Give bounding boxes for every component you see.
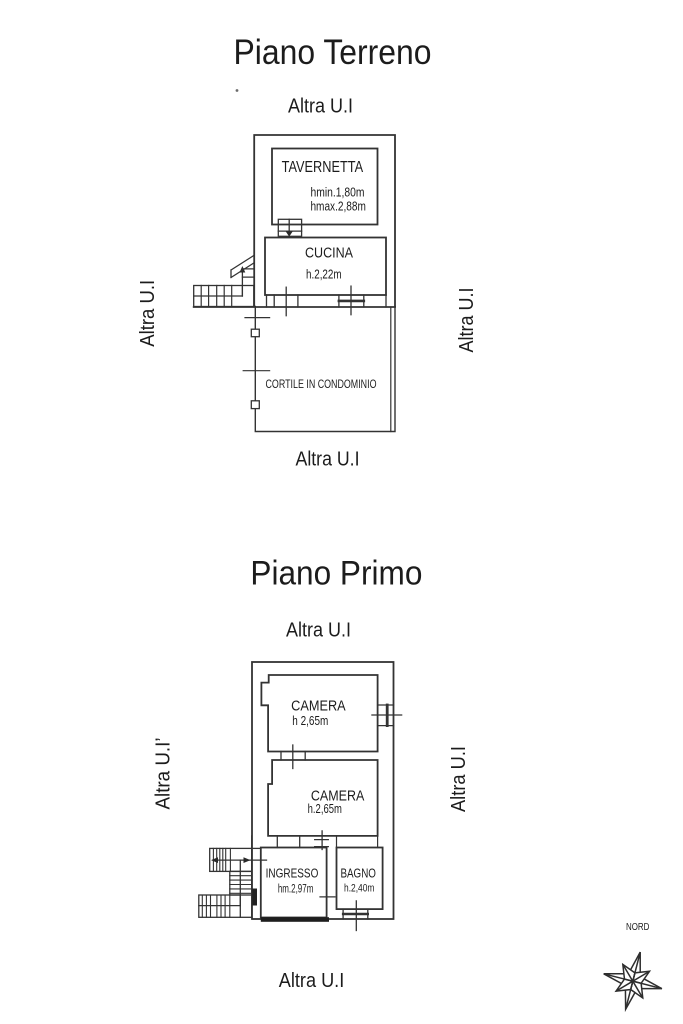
svg-text:BAGNO: BAGNO <box>340 867 376 881</box>
svg-text:INGRESSO: INGRESSO <box>266 867 319 881</box>
svg-text:Altra U.I: Altra U.I <box>456 288 478 353</box>
svg-text:Altra U.I: Altra U.I <box>288 96 353 118</box>
svg-text:h.2,22m: h.2,22m <box>306 267 342 282</box>
svg-text:h.2,65m: h.2,65m <box>308 802 342 816</box>
svg-text:CUCINA: CUCINA <box>305 246 353 262</box>
svg-text:h 2,65m: h 2,65m <box>292 713 328 728</box>
svg-text:hm.2,97m: hm.2,97m <box>278 883 314 895</box>
svg-text:TAVERNETTA: TAVERNETTA <box>282 159 364 176</box>
svg-text:Altra U.I: Altra U.I <box>286 620 351 642</box>
svg-text:hmin.1,80m: hmin.1,80m <box>311 185 365 200</box>
svg-text:NORD: NORD <box>626 922 649 933</box>
svg-text:Altra U.I: Altra U.I <box>137 280 159 347</box>
svg-text:CAMERA: CAMERA <box>291 699 346 715</box>
svg-text:CORTILE IN CONDOMINIO: CORTILE IN CONDOMINIO <box>266 379 377 391</box>
svg-text:Altra U.I: Altra U.I <box>448 746 470 812</box>
svg-text:Piano Primo: Piano Primo <box>250 555 422 593</box>
svg-text:CAMERA: CAMERA <box>311 789 365 805</box>
svg-text:Piano Terreno: Piano Terreno <box>234 33 432 72</box>
svg-text:Altra U.I: Altra U.I <box>296 449 360 471</box>
svg-text:Altra U.I: Altra U.I <box>279 970 345 992</box>
svg-text:Altra U.I’: Altra U.I’ <box>153 738 175 810</box>
svg-text:hmax.2,88m: hmax.2,88m <box>310 199 366 214</box>
svg-text:h.2,40m: h.2,40m <box>344 882 374 894</box>
